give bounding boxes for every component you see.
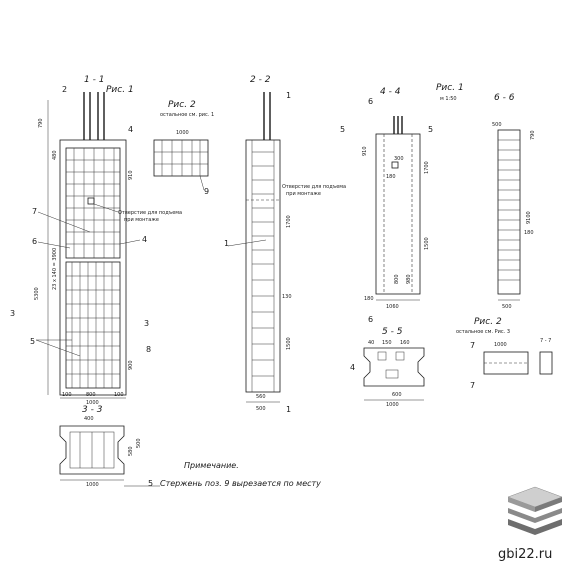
figure-2-cage: Рис. 2 остальное см. рис. 1 1000 9 (153, 100, 214, 196)
marker-3-left: 3 (10, 309, 15, 318)
pos-1: 1 (224, 239, 229, 248)
dim-790-left: 790 (38, 118, 44, 128)
pos-4-side: 4 (142, 235, 147, 244)
note-pos-5: 5 (148, 479, 153, 488)
at-mounting-label: при монтаже (124, 217, 159, 223)
dim-180-bottom: 180 (364, 296, 374, 302)
ris2-note: остальное см. рис. 1 (160, 112, 214, 118)
marker-7-top: 7 (470, 341, 475, 350)
dim-500-66: 500 (502, 304, 512, 310)
dim-400: 400 (84, 416, 94, 422)
dim-900: 900 (128, 360, 134, 370)
dim-1060-44: 1060 (386, 304, 399, 310)
brand-logo: gbi22.ru (498, 486, 563, 562)
section-3-3-title: 3 - 3 (82, 405, 103, 415)
section-2-2-title: 2 - 2 (250, 75, 271, 85)
ris2-right-note: остальное см. Рис. 3 (456, 329, 510, 335)
at-mounting-label-2: при монтаже (286, 191, 321, 197)
dim-910-44: 910 (362, 146, 368, 156)
marker-7-bottom: 7 (470, 381, 475, 390)
note-text: Стержень поз. 9 вырезается по месту (160, 479, 321, 488)
section-5-5-view: 5 - 5 40 150 160 600 1000 (363, 327, 425, 408)
pos-7: 7 (32, 207, 37, 216)
dim-150-55: 150 (382, 340, 392, 346)
dim-23x140: 23 х 140 = 3900 (52, 248, 58, 290)
section-3-3-view: 3 - 3 400 580 500 1000 (59, 405, 142, 488)
marker-5-left: 5 (340, 125, 345, 134)
dim-560: 560 (256, 394, 266, 400)
dim-1000-ris2r: 1000 (494, 342, 507, 348)
dim-9100: 9100 (526, 211, 532, 224)
pos-5: 5 (30, 337, 35, 346)
dim-300: 300 (394, 156, 404, 162)
dim-5300: 5300 (34, 287, 40, 300)
ris2-label: Рис. 2 (168, 100, 196, 110)
section-2-2-view: 2 - 2 1 Отверстие для подъема при монтаж… (224, 75, 346, 414)
marker-6-bottom: 6 (368, 315, 373, 324)
dim-40-55: 40 (368, 340, 374, 346)
marker-6-top: 6 (368, 97, 373, 106)
brand-site[interactable]: gbi22.ru (498, 547, 552, 562)
dim-50-66: 500 (492, 122, 502, 128)
dim-790-66: 790 (530, 130, 536, 140)
dim-1700: 1700 (286, 215, 292, 228)
dim-1000-ris2: 1000 (176, 130, 189, 136)
figure-2-right: Рис. 2 остальное см. Рис. 3 7 1000 7 7 -… (456, 317, 553, 390)
note-title: Примечание. (184, 461, 239, 470)
pos-6: 6 (32, 237, 37, 246)
section-4-4-title: 4 - 4 (380, 87, 401, 97)
dim-480: 480 (52, 150, 58, 160)
dim-100-a: 100 (62, 392, 72, 398)
pos-9: 9 (204, 187, 209, 196)
dim-500-22: 500 (256, 406, 266, 412)
dim-800-44: 800 (394, 274, 400, 284)
section-4-4-view: 4 - 4 6 5 5 300 180 1700 1500 910 800 98… (340, 87, 433, 372)
logo-slab-mid-icon (508, 508, 562, 523)
dim-1000-55: 1000 (386, 402, 399, 408)
ris1-label: Рис. 1 (106, 85, 134, 95)
ris1-right-label: Рис. 1 (436, 83, 464, 93)
dim-1500-44: 1500 (424, 237, 430, 250)
pos-8: 8 (146, 345, 151, 354)
dim-180-44: 180 (386, 174, 396, 180)
hole-lift-label: Отверстие для подъема (118, 210, 182, 216)
dim-600-55: 600 (392, 392, 402, 398)
dim-130: 130 (282, 294, 292, 300)
dim-180-66: 180 (524, 230, 534, 236)
hole-lift-label-2: Отверстие для подъема (282, 184, 346, 190)
dim-100-b: 100 (114, 392, 124, 398)
section-7-7-title: 7 - 7 (540, 338, 551, 344)
marker-1-bottom: 1 (286, 405, 291, 414)
dim-1500: 1500 (286, 337, 292, 350)
marker-4-right: 4 (128, 125, 133, 134)
marker-4-bottom: 4 (350, 363, 355, 372)
dim-580: 580 (128, 446, 134, 456)
section-6-6-view: 6 - 6 500 9100 180 790 500 (492, 93, 536, 310)
scale-label: м 1:50 (440, 96, 457, 102)
dim-1000-bottom: 1000 (86, 400, 99, 406)
marker-2-top: 2 (62, 85, 67, 94)
dim-1000-33: 1000 (86, 482, 99, 488)
note-block: Примечание. 5 Стержень поз. 9 вырезается… (124, 461, 321, 488)
dim-1700-44: 1700 (424, 161, 430, 174)
logo-slab-bot-icon (508, 519, 562, 535)
marker-1-top: 1 (286, 91, 291, 100)
section-6-6-title: 6 - 6 (494, 93, 515, 103)
dim-500-33: 500 (136, 438, 142, 448)
ris2-right-label: Рис. 2 (474, 317, 502, 327)
section-1-1-title: 1 - 1 (84, 75, 104, 85)
dim-980-44: 980 (406, 274, 412, 284)
marker-3-right: 3 (144, 319, 149, 328)
marker-5-right: 5 (428, 125, 433, 134)
section-5-5-title: 5 - 5 (382, 327, 403, 337)
dim-910: 910 (128, 170, 134, 180)
dim-160-55: 160 (400, 340, 410, 346)
section-1-1-view: 1 - 1 Рис. 1 (10, 75, 182, 406)
dim-800: 800 (86, 392, 96, 398)
